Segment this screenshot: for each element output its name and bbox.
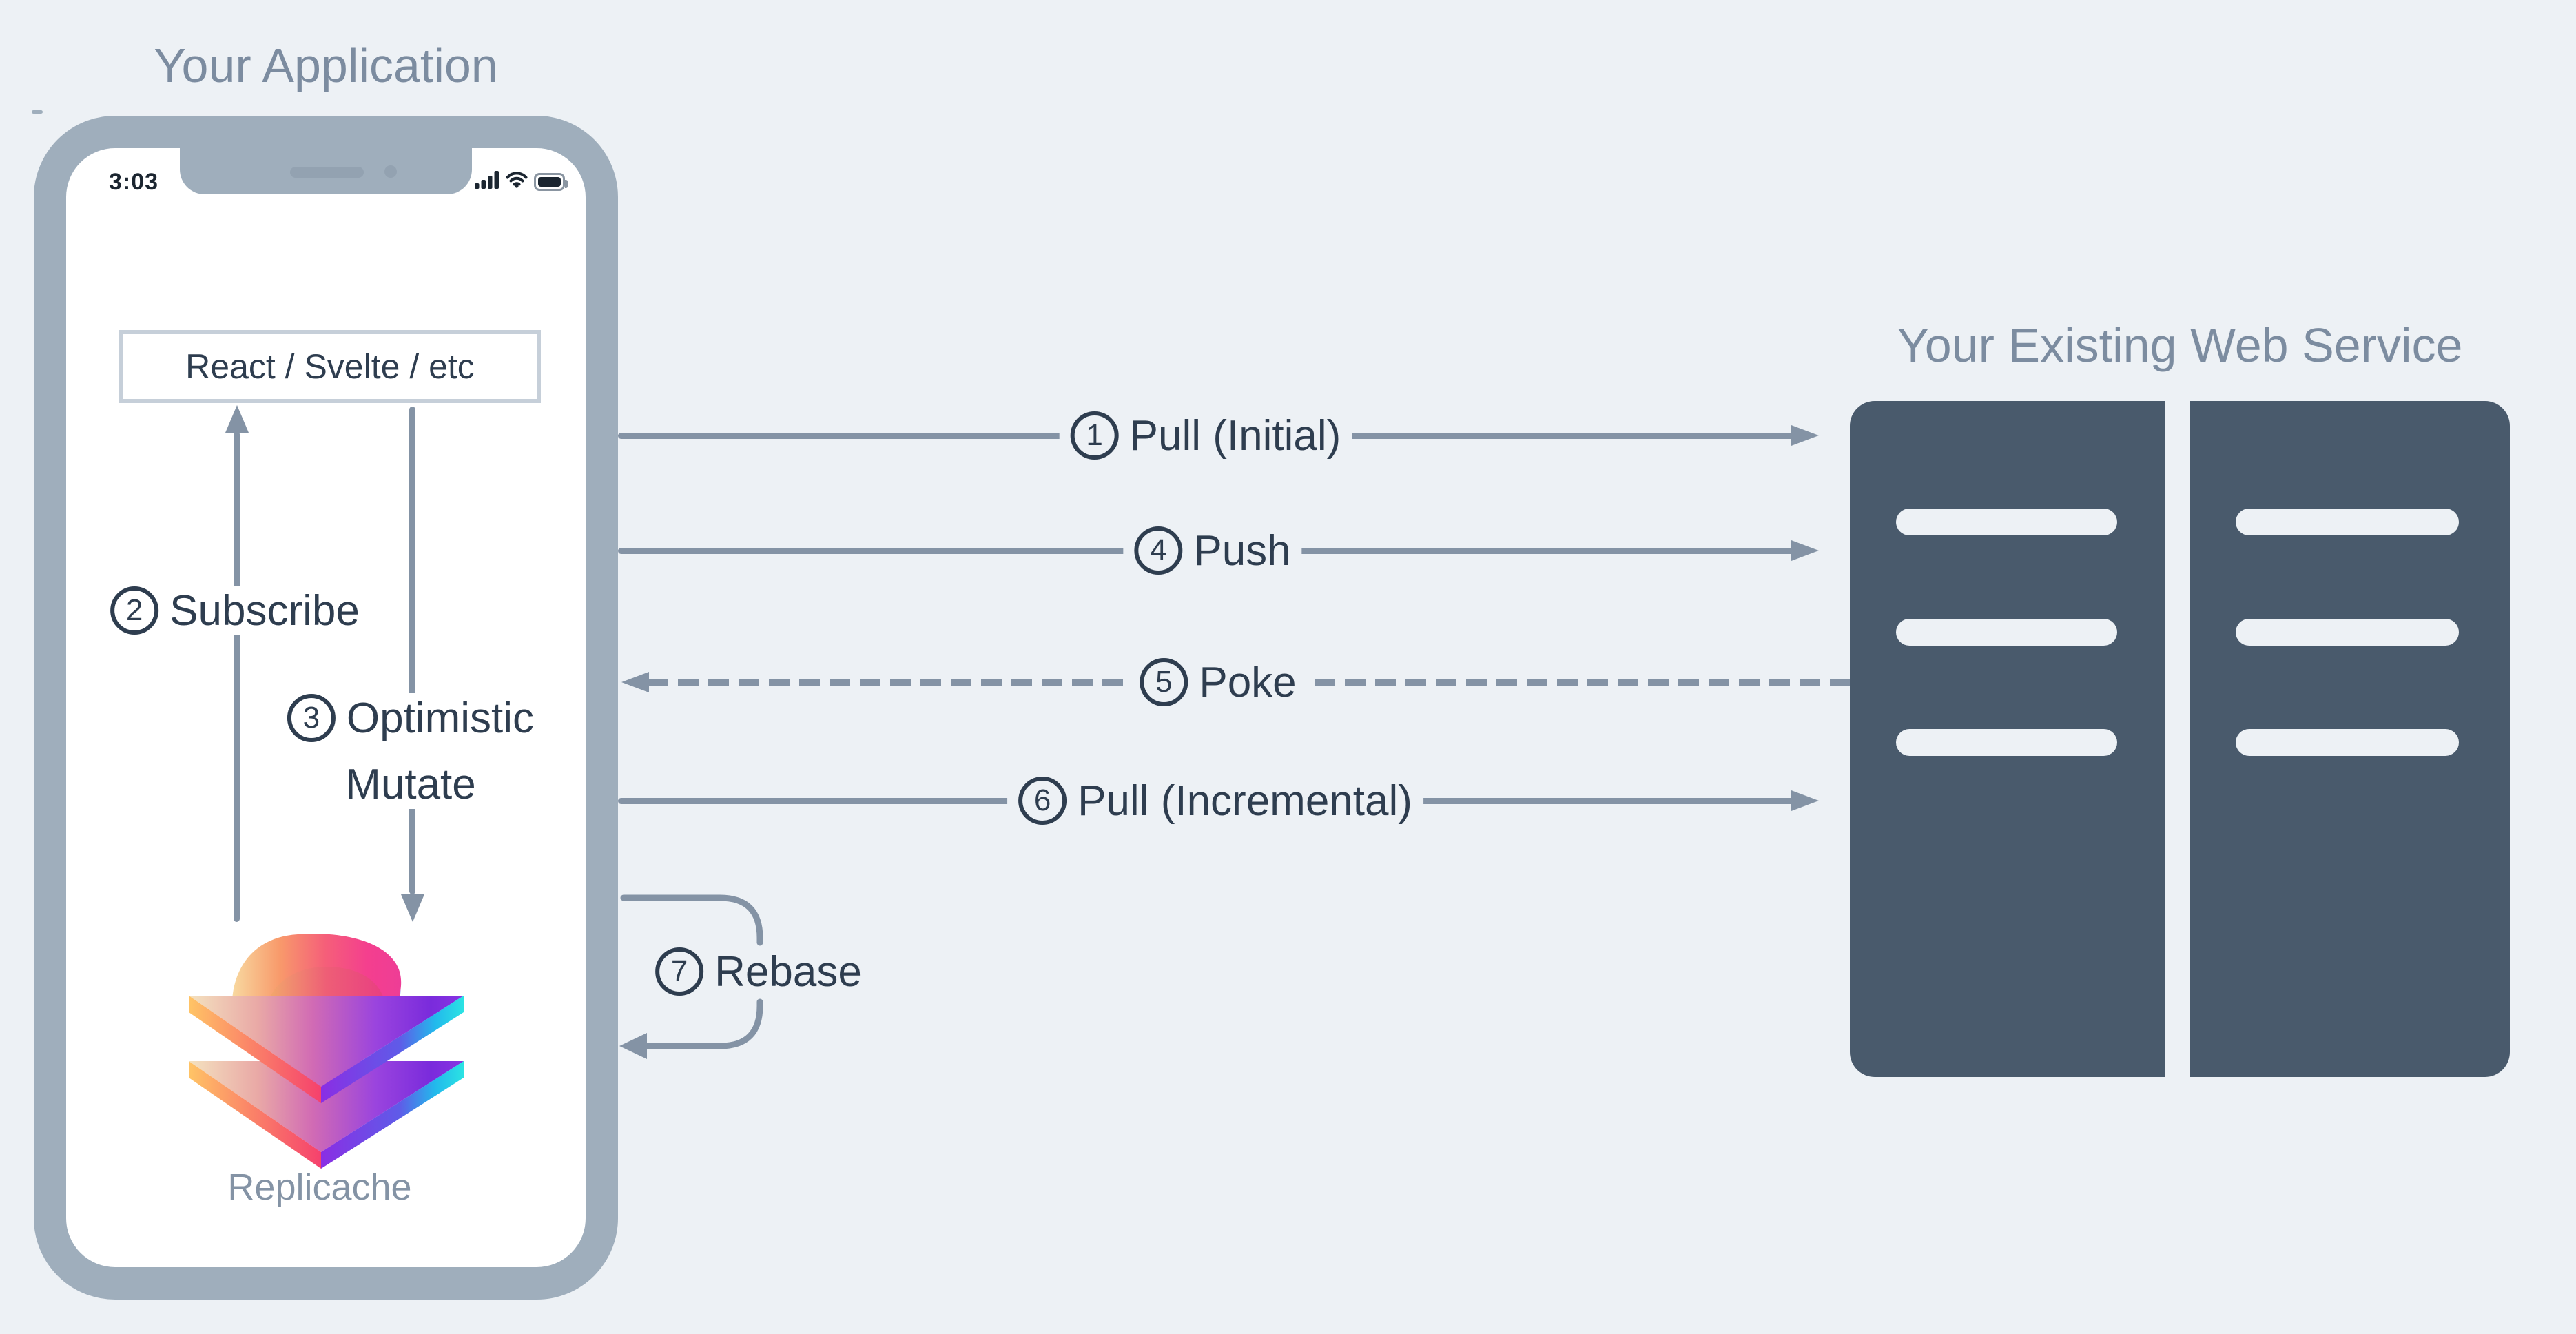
server-slot [2236,509,2459,535]
flow-label-pull-initial: 1 Pull (Initial) [1059,411,1352,460]
server-slot [1896,619,2117,646]
subscribe-line [234,431,240,922]
camera-dot-icon [384,165,397,178]
subscribe-arrowhead-icon [225,405,249,433]
mutate-arrowhead-icon [401,894,424,922]
rebase-loop-arrow [619,894,763,1059]
arrow-right-icon [1791,425,1819,446]
app-title: Your Application [154,39,498,92]
arrow-left-icon [621,672,649,692]
circled-number: 7 [655,947,704,996]
server-divider [2165,401,2190,1077]
flow-label-text: Poke [1199,658,1297,706]
flow-label-poke: 5 Poke [1129,657,1308,707]
speaker-slot-icon [290,167,364,178]
flow-label-text: Pull (Initial) [1129,411,1341,460]
arrow-right-icon [1791,790,1819,811]
framework-box-label: React / Svelte / etc [185,347,475,386]
logo-layer-middle [189,996,464,1103]
server-slot [2236,619,2459,646]
battery-icon [534,172,568,191]
flow-label-text: Rebase [714,947,862,996]
status-icons [475,171,568,192]
server-slot [1896,509,2117,535]
signal-bars-icon [475,171,499,192]
circled-number: 2 [110,586,159,635]
flow-label-push: 4 Push [1123,526,1302,575]
replicache-wordmark: Replicache [227,1167,412,1208]
logo-layer-bottom [189,1061,464,1169]
mutate-line [409,407,415,894]
flow-label-pull-incremental: 6 Pull (Incremental) [1007,776,1423,825]
server-rack [1850,401,2510,1077]
flow-label-text: Pull (Incremental) [1078,777,1412,825]
arrow-left-icon [619,1033,647,1059]
framework-box: React / Svelte / etc [119,330,541,403]
flow-label-text: Subscribe [169,586,360,635]
arrow-right-icon [1791,540,1819,561]
logo-r-mark [232,934,402,1000]
server-slot [2236,729,2459,756]
status-time: 3:03 [109,169,159,195]
server-slot [1896,729,2117,756]
flow-label-subscribe: 2 Subscribe [99,586,371,635]
circled-number: 5 [1140,658,1188,706]
stray-mark [32,110,43,114]
circled-number: 3 [287,694,336,742]
wifi-icon [506,172,528,192]
circled-number: 4 [1134,526,1183,575]
replicache-logo [189,934,464,1169]
circled-number: 1 [1070,411,1119,460]
flow-label-text: Optimistic [346,694,535,742]
flow-label-text-line2: Mutate [345,760,476,808]
flow-label-optimistic-mutate: 3 Optimistic Mutate [276,693,546,809]
flow-label-text: Push [1193,526,1291,575]
flow-label-rebase: 7 Rebase [644,947,873,996]
circled-number: 6 [1018,777,1067,825]
service-title: Your Existing Web Service [1897,318,2463,372]
